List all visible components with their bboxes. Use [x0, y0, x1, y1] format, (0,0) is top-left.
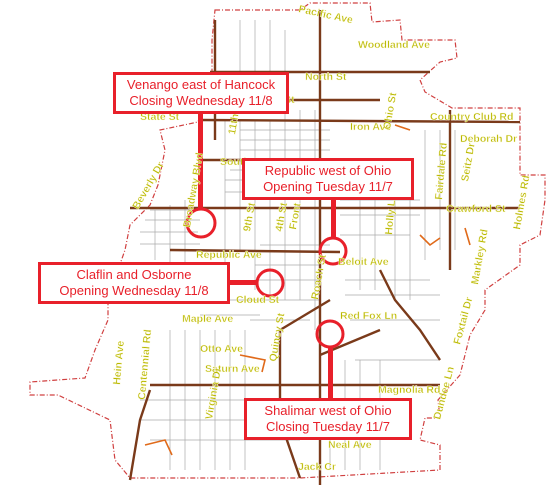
street-label-ohio: Ohio St [381, 91, 399, 130]
street-label-ninth: 9th St [241, 201, 258, 232]
street-label-crawford: Crawford St [446, 203, 506, 215]
callout-shalimar-line1: Shalimar west of Ohio [264, 403, 392, 418]
street-label-holmes: Holmes Rd [511, 174, 532, 230]
street-label-roach: Roach St [309, 253, 329, 300]
callout-republic-line2: Opening Tuesday 11/7 [263, 179, 393, 194]
street-label-woodland: Woodland Ave [358, 39, 430, 51]
street-label-otto: Otto Ave [200, 343, 243, 355]
street-label-hein: Hein Ave [111, 340, 127, 385]
street-label-cloud: Cloud St [236, 294, 280, 306]
street-label-beloit: Beloit Ave [338, 256, 389, 268]
street-label-holly: Holly Ln [383, 193, 399, 235]
street-label-magnolia: Magnolia Rd [378, 384, 440, 396]
street-label-fourth: 4th St [273, 201, 290, 232]
street-label-quincy: Quincy St [267, 312, 287, 363]
street-label-centennial: Centennial Rd [136, 329, 154, 400]
callout-shalimar: Shalimar west of Ohio Closing Tuesday 11… [244, 398, 412, 440]
callout-shalimar-line2: Closing Tuesday 11/7 [265, 419, 391, 434]
street-label-markley: Markley Rd [469, 228, 491, 285]
street-label-republic: Republic Ave [196, 249, 262, 261]
major-roads [128, 10, 521, 485]
callout-venango-line2: Closing Wednesday 11/8 [129, 93, 273, 108]
callout-venango-line1: Venango east of Hancock [126, 77, 276, 92]
street-label-red-fox: Red Fox Ln [340, 310, 397, 322]
street-label-neal: Neal Ave [328, 439, 372, 451]
street-label-fairdale: Fairdale Rd [433, 142, 450, 200]
street-label-beverly: Beverly Dr [130, 160, 167, 211]
street-label-country-club: Country Club Rd [430, 111, 513, 123]
callout-claflin-line1: Claflin and Osborne [76, 267, 192, 282]
street-label-seitz: Seitz Dr [459, 142, 478, 183]
callout-republic: Republic west of Ohio Opening Tuesday 11… [242, 158, 414, 200]
street-label-maple: Maple Ave [182, 313, 233, 325]
callout-claflin: Claflin and Osborne Opening Wednesday 11… [38, 262, 230, 304]
street-label-pacific: Pacific Ave [297, 3, 354, 26]
street-label-foxtail: Foxtail Dr [451, 296, 475, 346]
city-boundary [29, 2, 546, 479]
street-label-iron: Iron Ave [350, 121, 391, 133]
callout-republic-line1: Republic west of Ohio [264, 163, 392, 178]
street-label-saturn: Saturn Ave [205, 363, 260, 375]
street-label-north: North St [305, 71, 347, 83]
street-label-jack: Jack Cr [298, 461, 336, 473]
street-label-deborah: Deborah Dr [460, 133, 517, 145]
callout-claflin-line2: Opening Wednesday 11/8 [59, 283, 209, 298]
parks [144, 124, 471, 456]
leader-lines [198, 105, 336, 399]
callout-venango: Venango east of Hancock Closing Wednesda… [113, 72, 289, 114]
